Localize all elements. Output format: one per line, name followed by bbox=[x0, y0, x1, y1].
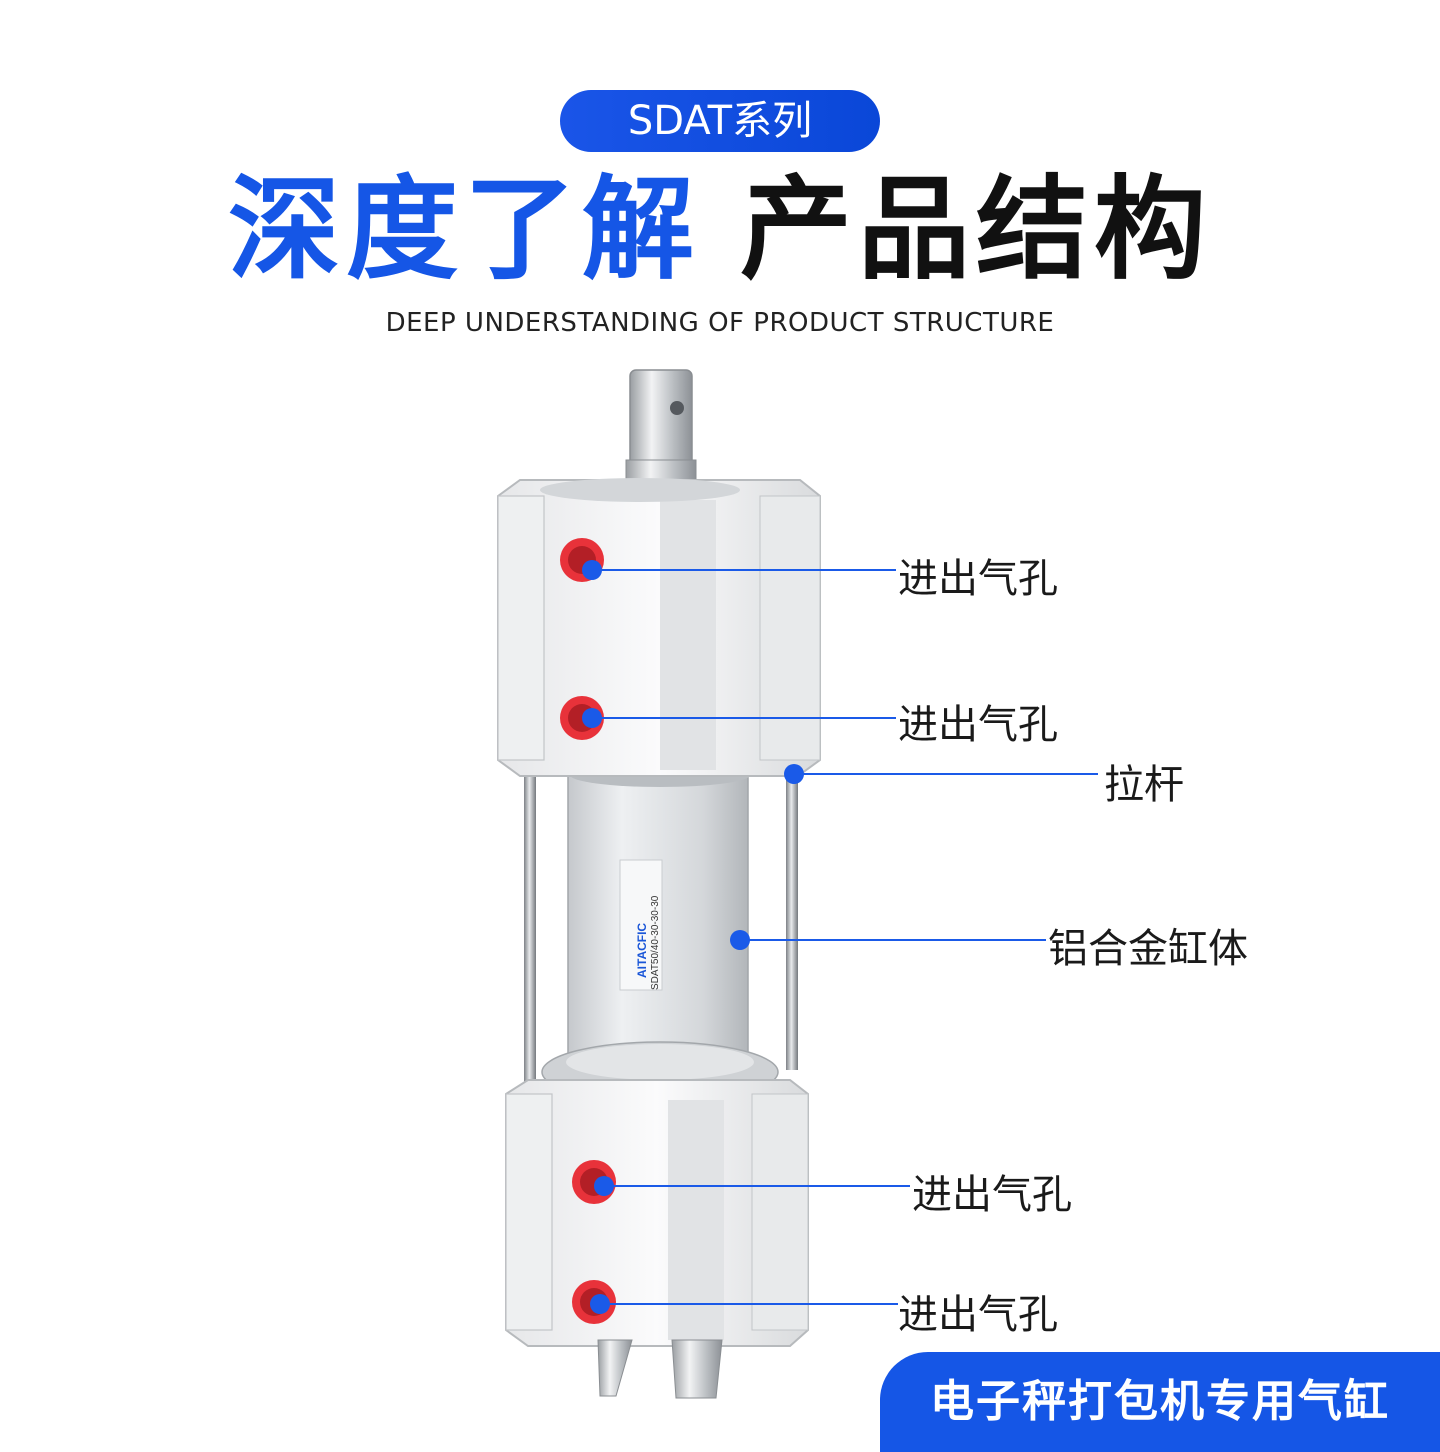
callout-label-air-port-1: 进出气孔 bbox=[898, 556, 1058, 602]
top-head-block bbox=[497, 478, 821, 777]
callout-label-air-port-3: 进出气孔 bbox=[912, 1172, 1072, 1218]
headline-black: 产品结构 bbox=[740, 165, 1212, 295]
callout-label-barrel: 铝合金缸体 bbox=[1048, 926, 1248, 972]
callout-lines bbox=[592, 569, 1098, 1305]
label-brand: AITACFIC bbox=[635, 923, 649, 978]
callout-label-tie-rod: 拉杆 bbox=[1104, 762, 1184, 808]
headline-blue: 深度了解 bbox=[228, 165, 700, 295]
piston-rod bbox=[625, 369, 697, 491]
series-pill: SDAT系列 bbox=[560, 90, 880, 152]
page-subtitle: DEEP UNDERSTANDING OF PRODUCT STRUCTURE bbox=[385, 308, 1055, 338]
callout-label-air-port-2: 进出气孔 bbox=[898, 702, 1058, 748]
page-headline: 深度了解产品结构 bbox=[0, 168, 1440, 292]
bottom-mounting-tabs bbox=[597, 1339, 723, 1399]
bottom-head-block bbox=[505, 1079, 809, 1347]
barrel-label: AITACFIC SDAT50/40-30-30-30 bbox=[619, 859, 663, 991]
callout-markers bbox=[582, 560, 804, 1314]
callout-label-air-port-4: 进出气孔 bbox=[898, 1292, 1058, 1338]
footer-banner: 电子秤打包机专用气缸 bbox=[880, 1352, 1440, 1452]
label-model: SDAT50/40-30-30-30 bbox=[650, 895, 661, 990]
